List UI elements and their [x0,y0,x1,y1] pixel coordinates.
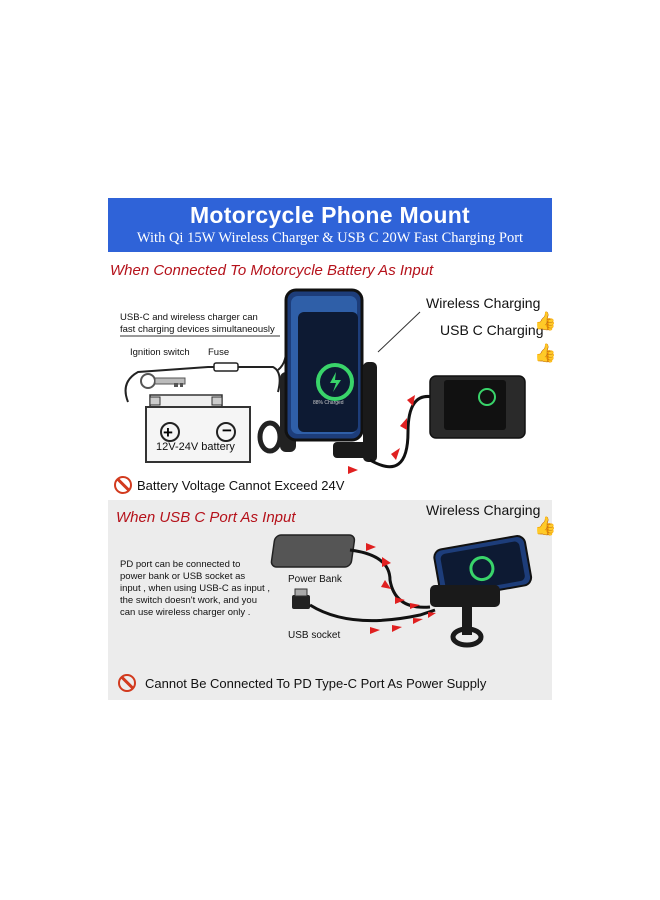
phone-icon-2 [433,535,533,600]
prohibited-icon [118,674,136,692]
thumbs-up-icon: 👍 [534,516,557,536]
pd-note-line-4: the switch doesn't work, and you [120,595,257,606]
power-bank-icon [270,534,356,568]
usb-plug-icon [292,588,310,609]
battery-label: 12V-24V battery [156,441,235,453]
phone-screen-text: 88% Charged [313,400,344,406]
thumbs-up-icon: 👍 [534,311,557,331]
section1-heading: When Connected To Motorcycle Battery As … [110,262,434,279]
battery-icon [145,394,251,463]
battery-wiring-illustration [120,288,526,474]
prohibited-icon [114,476,132,494]
charger-box-icon [429,375,526,439]
title-banner: Motorcycle Phone Mount With Qi 15W Wirel… [108,198,552,252]
wireless-charging-label: Wireless Charging [426,295,541,311]
section2-heading: When USB C Port As Input [116,509,296,526]
key-icon [140,373,186,389]
pd-note-line-2: power bank or USB socket as [120,571,246,582]
pd-note-line-3: input , when using USB-C as input , [120,583,270,594]
ignition-switch-label: Ignition switch [130,347,190,358]
banner-subtitle: With Qi 15W Wireless Charger & USB C 20W… [136,230,524,246]
usbc-input-illustration [270,534,533,648]
thumbs-up-icon: 👍 [534,343,557,363]
note-line-1: USB-C and wireless charger can [120,312,258,323]
phone-icon [284,288,364,442]
power-bank-label: Power Bank [288,574,342,585]
battery-minus: − [222,421,232,440]
banner-title: Motorcycle Phone Mount [189,202,471,228]
voltage-warning: Battery Voltage Cannot Exceed 24V [137,478,345,493]
pd-note-line-1: PD port can be connected to [120,559,241,570]
flow-arrows [348,395,415,474]
pd-port-warning: Cannot Be Connected To PD Type-C Port As… [145,676,487,691]
battery-plus: + [163,423,173,442]
usb-socket-label: USB socket [288,630,341,641]
flow-arrows-2 [366,543,436,634]
pd-note-line-5: can use wireless charger only . [120,607,251,618]
wireless-charging-label-2: Wireless Charging [426,502,541,518]
fuse-label: Fuse [208,347,230,358]
usbc-charging-label: USB C Charging [440,322,544,338]
note-line-2: fast charging devices simultaneously [120,324,275,335]
fuse-icon [213,362,239,372]
